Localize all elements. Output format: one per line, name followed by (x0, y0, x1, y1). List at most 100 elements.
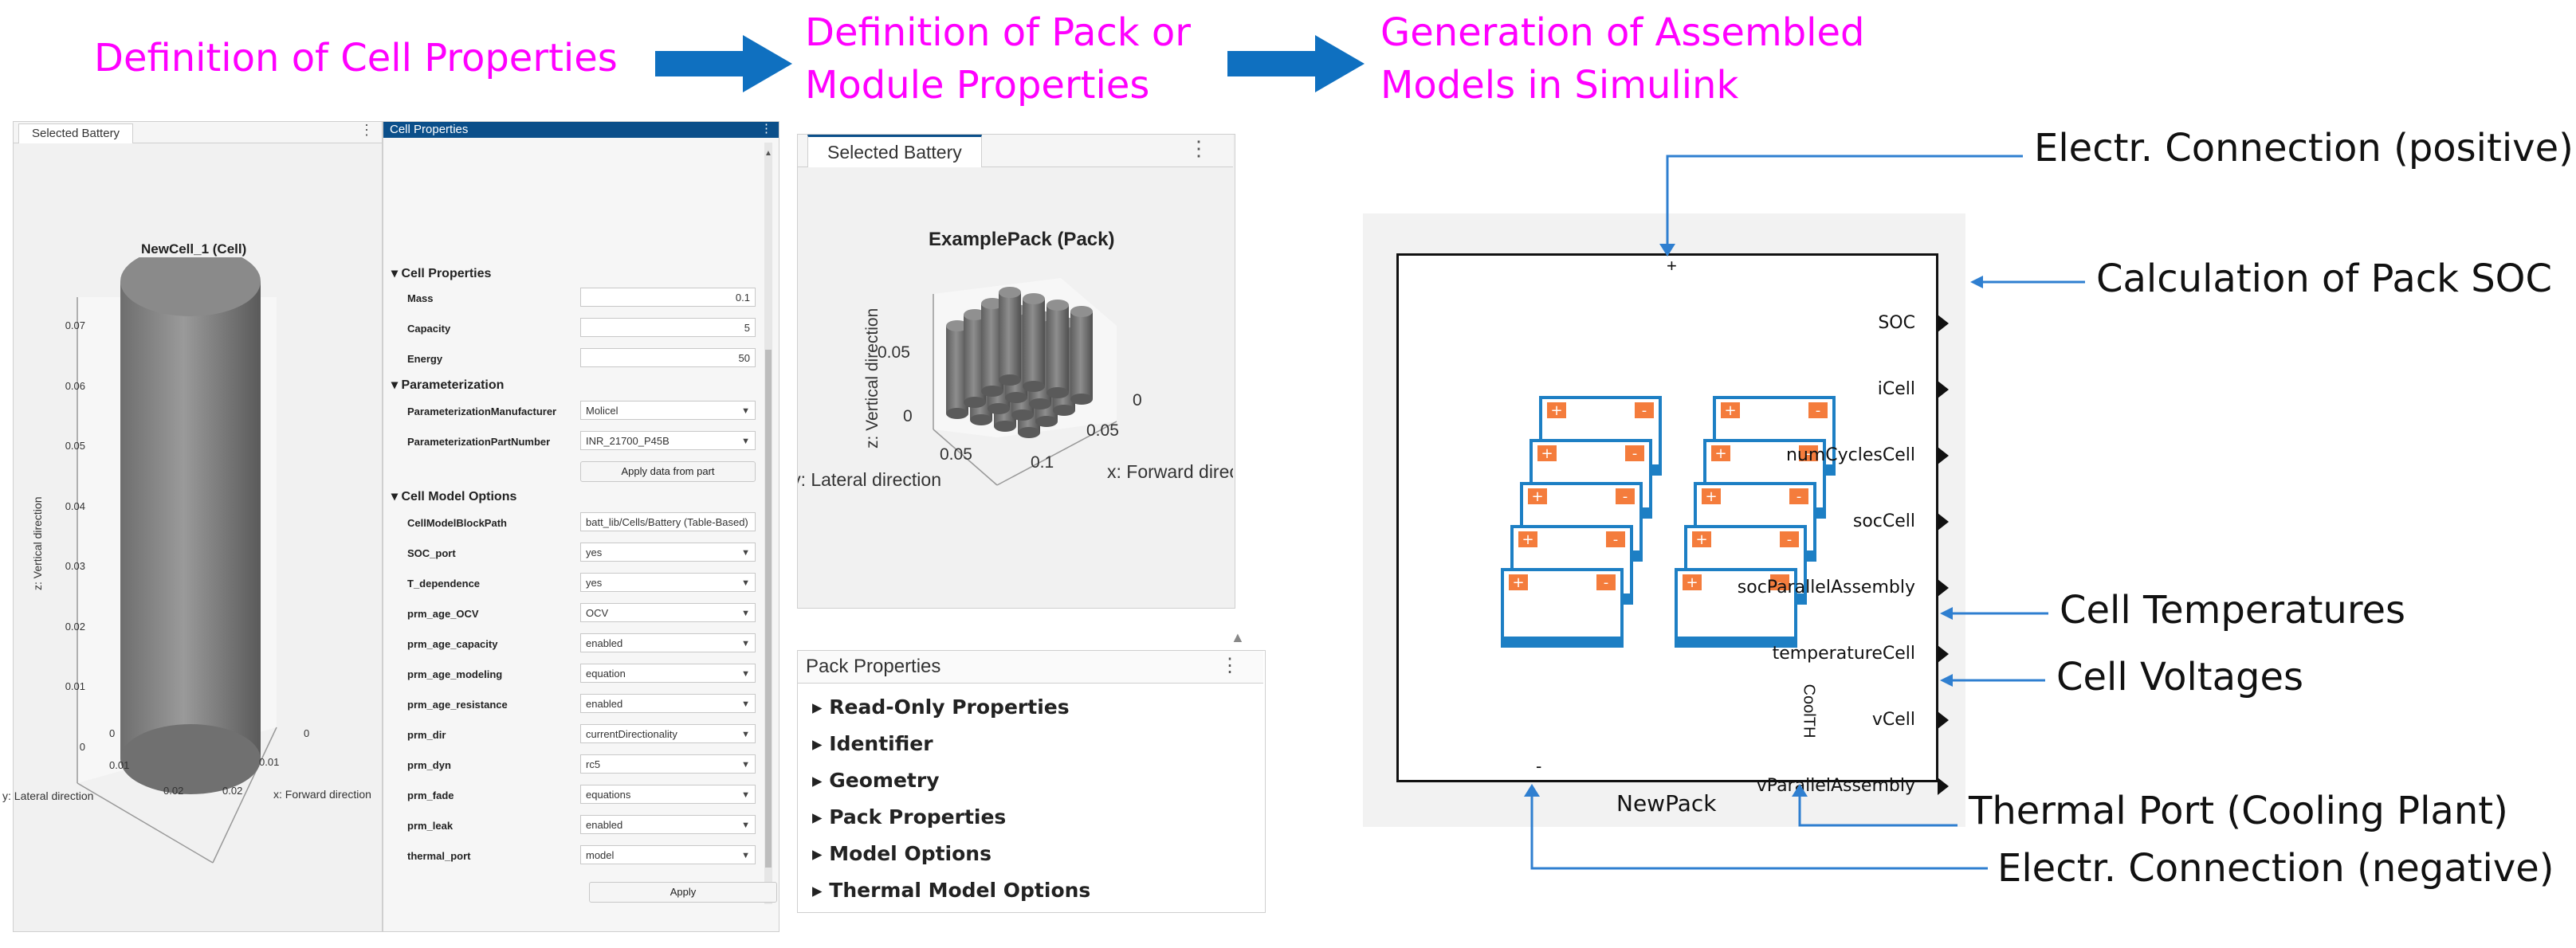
section-label: Pack Properties (829, 805, 1007, 829)
section-cell-model-options[interactable]: ▾ Cell Model Options (391, 490, 517, 503)
step-cell-title: Definition of Cell Properties (94, 36, 618, 80)
pack-properties-header: Pack Properties ⋮ (798, 651, 1263, 684)
thermal-port-label: thermal_port (407, 850, 471, 862)
apply-button[interactable]: Apply (589, 882, 777, 903)
energy-field[interactable]: 50 (580, 348, 756, 367)
section-label: Model Options (829, 842, 992, 865)
svg-text:-: - (1604, 574, 1609, 591)
cell-properties-panel: Cell Properties ⋮ ▲ ▾ Cell Properties Ma… (383, 121, 779, 932)
soc-port-select[interactable]: yes▼ (580, 543, 756, 562)
section-geometry[interactable]: ▸ Geometry (812, 769, 940, 792)
t-dependence-label: T_dependence (407, 578, 481, 590)
port-label-socParallelAssembly: socParallelAssembly (1737, 578, 1915, 597)
output-port-arrow-icon[interactable] (1938, 778, 1949, 795)
output-port-arrow-icon[interactable] (1938, 315, 1949, 332)
section-thermal-model-options[interactable]: ▸ Thermal Model Options (812, 879, 1091, 902)
prm-dyn-select[interactable]: rc5▼ (580, 754, 756, 774)
manufacturer-select[interactable]: Molicel▼ (580, 401, 756, 420)
age-resistance-select[interactable]: enabled▼ (580, 694, 756, 713)
more-options-icon[interactable]: ⋮ (1220, 655, 1239, 676)
chevron-down-icon: ▼ (741, 760, 750, 770)
output-port-arrow-icon[interactable] (1938, 645, 1949, 663)
cell-x-label: x: Forward direction (273, 788, 371, 801)
cell-properties-header: Cell Properties ⋮ (383, 122, 779, 138)
chevron-down-icon: ▼ (741, 730, 750, 739)
scroll-up-icon[interactable]: ▲ (764, 149, 772, 158)
t-dependence-select[interactable]: yes▼ (580, 573, 756, 592)
pack-x-tick-0: 0 (1133, 391, 1142, 409)
pack-3d-plot (933, 278, 1117, 486)
pack-y-label-text: y: Lateral direction (798, 469, 941, 490)
tab-selected-battery[interactable]: Selected Battery (18, 123, 134, 143)
prm-fade-label: prm_fade (407, 789, 454, 801)
age-modeling-select[interactable]: equation▼ (580, 664, 756, 683)
section-read-only-properties[interactable]: ▸ Read-Only Properties (812, 695, 1070, 719)
pack-plot-title: ExamplePack (Pack) (929, 229, 1115, 250)
more-options-icon[interactable]: ⋮ (1188, 136, 1209, 160)
cell-cylinder-top (120, 257, 261, 316)
plus-port-label: + (1667, 256, 1677, 276)
prm-fade-select[interactable]: equations▼ (580, 785, 756, 804)
svg-text:+: + (1531, 488, 1543, 505)
scrollbar-thumb[interactable] (765, 350, 772, 868)
pack-y-tick-0: 0.05 (940, 445, 972, 464)
partnumber-select[interactable]: INR_21700_P45B▼ (580, 431, 756, 450)
section-cell-properties[interactable]: ▾ Cell Properties (391, 267, 492, 280)
output-port-arrow-icon[interactable] (1938, 381, 1949, 398)
manufacturer-value: Molicel (586, 405, 618, 417)
blockpath-value: batt_lib/Cells/Battery (Table-Based) (586, 516, 748, 528)
annot-temps: Cell Temperatures (2060, 588, 2406, 633)
svg-text:-: - (1777, 574, 1783, 591)
cell-view-tabbar: Selected Battery ⋮ (14, 122, 382, 143)
pack-view-tabbar: Selected Battery ⋮ (798, 135, 1233, 167)
prm-dir-select[interactable]: currentDirectionality▼ (580, 724, 756, 743)
age-ocv-label: prm_age_OCV (407, 608, 479, 620)
pack-cell (1023, 293, 1045, 392)
cell-x-tick-1: 0.01 (259, 756, 280, 768)
capacity-field[interactable]: 5 (580, 318, 756, 337)
cell-properties-header-label: Cell Properties (390, 123, 469, 136)
scrollbar[interactable]: ▲ (764, 143, 772, 904)
port-label-numCyclesCell: numCyclesCell (1785, 445, 1915, 465)
cell-cylinder-bottom (120, 724, 261, 794)
annot-positive: Electr. Connection (positive) (2034, 126, 2574, 170)
age-resistance-label: prm_age_resistance (407, 699, 508, 711)
output-port-arrow-icon[interactable] (1938, 711, 1949, 729)
section-cell-properties-label: Cell Properties (401, 267, 492, 280)
mass-label: Mass (407, 292, 434, 304)
output-port-arrow-icon[interactable] (1938, 447, 1949, 464)
apply-data-from-part-button[interactable]: Apply data from part (580, 461, 756, 482)
pack-x-label: x: Forward direction (1107, 461, 1233, 483)
section-parameterization[interactable]: ▾ Parameterization (391, 378, 505, 392)
prm-leak-select[interactable]: enabled▼ (580, 815, 756, 834)
section-pack-properties[interactable]: ▸ Pack Properties (812, 805, 1007, 829)
age-capacity-select[interactable]: enabled▼ (580, 633, 756, 652)
chevron-down-icon: ▼ (741, 578, 750, 588)
chevron-down-icon: ▼ (741, 669, 750, 679)
svg-text:+: + (1522, 531, 1533, 548)
blockpath-field[interactable]: batt_lib/Cells/Battery (Table-Based) (580, 512, 756, 531)
age-modeling-label: prm_age_modeling (407, 668, 503, 680)
age-ocv-select[interactable]: OCV▼ (580, 603, 756, 622)
output-port-arrow-icon[interactable] (1938, 579, 1949, 597)
thermal-port-select[interactable]: model▼ (580, 845, 756, 864)
output-port-arrow-icon[interactable] (1938, 513, 1949, 531)
port-label-temperatureCell: temperatureCell (1772, 644, 1915, 664)
more-options-icon[interactable]: ⋮ (359, 122, 374, 138)
svg-text:+: + (1512, 574, 1524, 591)
section-model-options[interactable]: ▸ Model Options (812, 842, 992, 865)
mass-field[interactable]: 0.1 (580, 288, 756, 307)
cell-y-tick-0: 0 (109, 727, 116, 739)
more-options-icon[interactable]: ⋮ (760, 122, 772, 135)
section-parameterization-label: Parameterization (401, 378, 505, 392)
section-identifier[interactable]: ▸ Identifier (812, 732, 933, 755)
z-tick: 0.02 (65, 620, 85, 633)
pack-properties-panel: Pack Properties ⋮ ▸ Read-Only Properties… (797, 650, 1266, 913)
tab-selected-battery[interactable]: Selected Battery (807, 135, 982, 167)
port-label-vParallelAssembly: vParallelAssembly (1756, 776, 1915, 796)
panel-collapse-icon[interactable]: ▲ (1231, 629, 1245, 645)
annot-negative: Electr. Connection (negative) (1997, 846, 2554, 891)
svg-text:+: + (1550, 402, 1562, 419)
section-label: Identifier (829, 732, 933, 755)
